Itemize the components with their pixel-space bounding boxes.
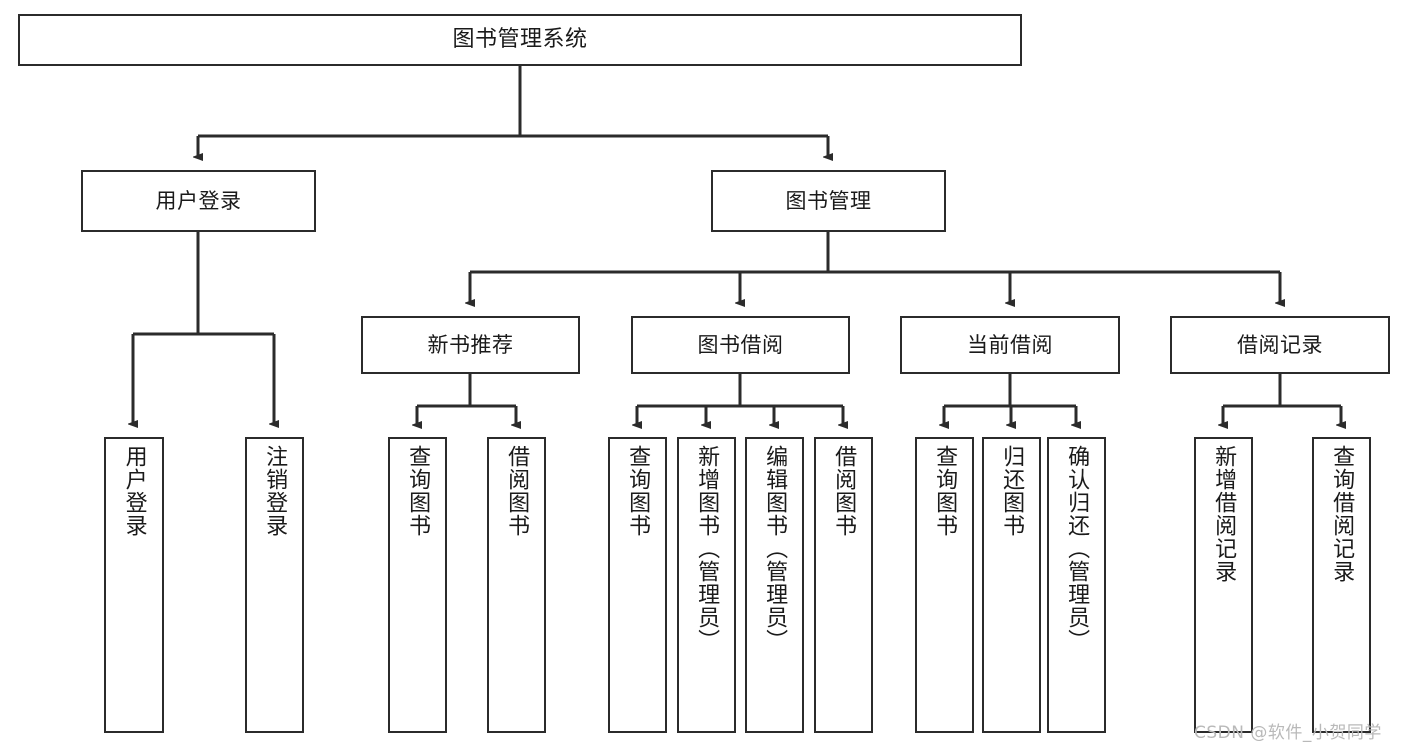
node-book-borrow-label: 图书借阅 xyxy=(697,332,784,357)
leaf-add-borrow-record[interactable]: 新增借阅记录 xyxy=(1194,437,1253,733)
node-user-login[interactable]: 用户登录 xyxy=(81,170,316,232)
node-borrow-record-label: 借阅记录 xyxy=(1237,332,1323,357)
node-new-book-recommend[interactable]: 新书推荐 xyxy=(361,316,580,374)
leaf-borrow-book-recommend[interactable]: 借阅图书 xyxy=(487,437,546,733)
leaf-query-borrow-record-label: 查询借阅记录 xyxy=(1329,445,1355,583)
leaf-confirm-return-admin-label: 确认归还（管理员） xyxy=(1064,445,1090,652)
leaf-return-book[interactable]: 归还图书 xyxy=(982,437,1041,733)
leaf-add-book-admin[interactable]: 新增图书（管理员） xyxy=(677,437,736,733)
leaf-query-book-borrow[interactable]: 查询图书 xyxy=(608,437,667,733)
node-book-management[interactable]: 图书管理 xyxy=(711,170,946,232)
node-root[interactable]: 图书管理系统 xyxy=(18,14,1022,66)
leaf-query-book-borrow-label: 查询图书 xyxy=(625,445,651,537)
leaf-user-login-label: 用户登录 xyxy=(121,445,147,537)
node-user-login-label: 用户登录 xyxy=(155,188,242,213)
leaf-query-book-recommend-label: 查询图书 xyxy=(405,445,431,537)
leaf-logout-label: 注销登录 xyxy=(262,445,288,537)
node-book-management-label: 图书管理 xyxy=(785,188,872,213)
node-root-label: 图书管理系统 xyxy=(452,27,588,53)
leaf-borrow-book-label: 借阅图书 xyxy=(831,445,857,537)
leaf-borrow-book[interactable]: 借阅图书 xyxy=(814,437,873,733)
node-new-book-recommend-label: 新书推荐 xyxy=(427,332,514,357)
leaf-borrow-book-recommend-label: 借阅图书 xyxy=(504,445,530,537)
leaf-user-login[interactable]: 用户登录 xyxy=(104,437,164,733)
leaf-confirm-return-admin[interactable]: 确认归还（管理员） xyxy=(1047,437,1106,733)
leaf-edit-book-admin-label: 编辑图书（管理员） xyxy=(762,445,788,652)
leaf-add-borrow-record-label: 新增借阅记录 xyxy=(1211,445,1237,583)
leaf-query-borrow-record[interactable]: 查询借阅记录 xyxy=(1312,437,1371,733)
node-book-borrow[interactable]: 图书借阅 xyxy=(631,316,850,374)
leaf-query-book-recommend[interactable]: 查询图书 xyxy=(388,437,447,733)
leaf-logout[interactable]: 注销登录 xyxy=(245,437,304,733)
node-current-borrow-label: 当前借阅 xyxy=(967,332,1053,357)
node-borrow-record[interactable]: 借阅记录 xyxy=(1170,316,1390,374)
leaf-return-book-label: 归还图书 xyxy=(999,445,1025,537)
leaf-query-book-current[interactable]: 查询图书 xyxy=(915,437,974,733)
leaf-query-book-current-label: 查询图书 xyxy=(932,445,958,537)
leaf-add-book-admin-label: 新增图书（管理员） xyxy=(694,445,720,652)
leaf-edit-book-admin[interactable]: 编辑图书（管理员） xyxy=(745,437,804,733)
node-current-borrow[interactable]: 当前借阅 xyxy=(900,316,1120,374)
csdn-watermark: CSDN @软件_小贺同学 xyxy=(1194,723,1382,743)
